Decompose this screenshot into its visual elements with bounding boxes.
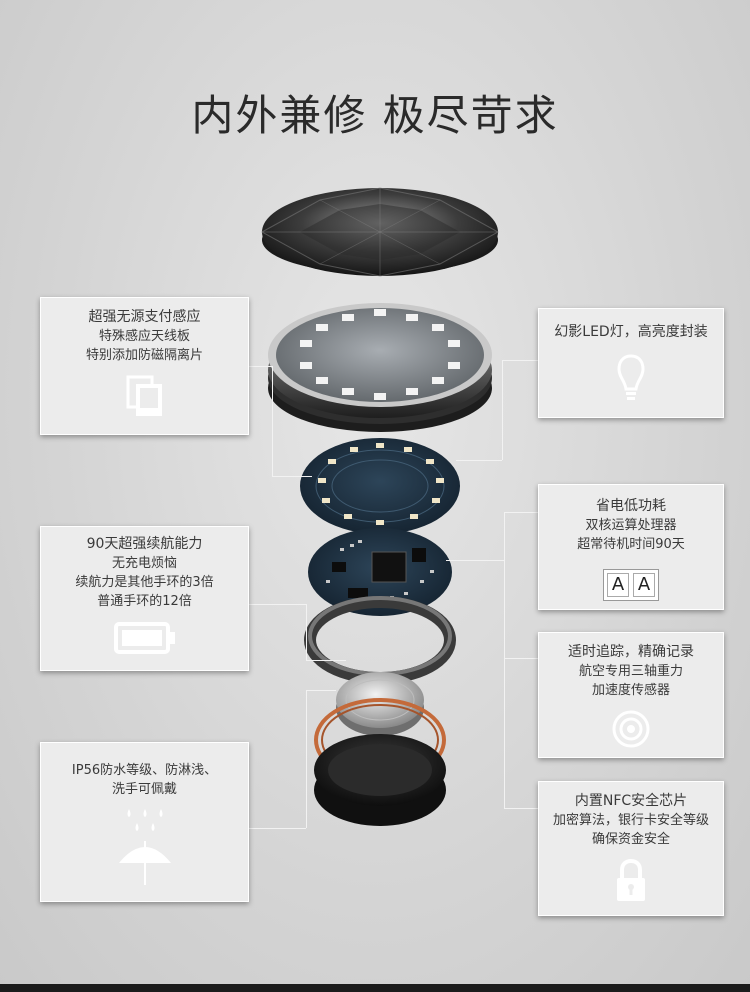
feature-battery-line-2: 续航力是其他手环的3倍 — [75, 575, 214, 590]
core-a-letter: A — [607, 573, 629, 597]
feature-card-battery: 90天超强续航能力 无充电烦恼 续航力是其他手环的3倍 普通手环的12倍 — [40, 526, 249, 671]
feature-tracking-title: 适时追踪，精确记录 — [568, 644, 694, 660]
connector-power — [504, 512, 538, 513]
connector-battery — [248, 604, 306, 605]
target-icon — [612, 710, 650, 748]
page-title: 内外兼修 极尽苛求 — [191, 91, 559, 140]
feature-power-title: 省电低功耗 — [596, 498, 666, 514]
connector-payment-board — [272, 476, 312, 477]
feature-tracking-line-2: 加速度传感器 — [591, 683, 670, 698]
battery-icon — [113, 622, 175, 654]
led-board — [300, 438, 460, 534]
feature-battery-line-1: 无充电烦恼 — [111, 556, 177, 571]
base-housing — [314, 734, 446, 826]
feature-payment-title: 超强无源支付感应 — [88, 309, 201, 325]
padlock-icon — [617, 858, 645, 901]
dual-core-chip-icon: A A — [539, 569, 723, 601]
connector-battery-down — [306, 604, 307, 660]
feature-card-nfc: 内置NFC安全芯片 加密算法，银行卡安全等级 确保资金安全 — [538, 781, 724, 916]
feature-card-waterproof: IP56防水等级、防淋浅、 洗手可佩戴 — [40, 742, 249, 902]
feature-card-tracking: 适时追踪，精确记录 航空专用三轴重力 加速度传感器 — [538, 632, 724, 758]
gem-cover — [260, 187, 500, 277]
connector-payment — [248, 366, 272, 367]
feature-nfc-title: 内置NFC安全芯片 — [574, 793, 688, 809]
feature-card-led: 幻影LED灯，高亮度封装 — [538, 308, 724, 418]
connector-tracking — [504, 658, 538, 659]
connector-right-spine — [504, 512, 505, 808]
feature-payment-line-1: 特殊感应天线板 — [98, 329, 190, 344]
lightbulb-icon — [617, 354, 645, 400]
umbrella-rain-icon — [118, 809, 171, 885]
led-bezel — [268, 303, 492, 432]
feature-battery-title: 90天超强续航能力 — [86, 536, 203, 552]
connector-waterproof — [248, 828, 306, 829]
connector-payment-down — [272, 366, 273, 476]
connector-led-board — [456, 460, 502, 461]
connector-power-board — [446, 560, 504, 561]
feature-waterproof-line-1: 洗手可佩戴 — [111, 782, 177, 797]
feature-card-payment: 超强无源支付感应 特殊感应天线板 特别添加防磁隔离片 — [40, 297, 249, 435]
feature-nfc-line-2: 确保资金安全 — [591, 832, 670, 847]
feature-payment-line-2: 特别添加防磁隔离片 — [85, 348, 203, 363]
bottom-edge-bar — [0, 984, 750, 992]
connector-battery-ring — [306, 660, 346, 661]
connector-nfc — [504, 808, 538, 809]
core-b-letter: A — [633, 573, 655, 597]
feature-power-line-1: 双核运算处理器 — [585, 518, 677, 533]
feature-led-title: 幻影LED灯，高亮度封装 — [554, 324, 708, 340]
connector-led — [502, 360, 538, 361]
connector-waterproof-base — [306, 690, 336, 691]
connector-waterproof-up — [306, 690, 307, 828]
main-board — [308, 528, 452, 616]
feature-tracking-line-1: 航空专用三轴重力 — [578, 664, 683, 679]
feature-power-line-2: 超常待机时间90天 — [577, 537, 685, 552]
stacked-cards-icon — [126, 375, 162, 416]
feature-waterproof-title: IP56防水等级、防淋浅、 — [71, 763, 218, 778]
connector-led-down — [502, 360, 503, 460]
feature-battery-line-3: 普通手环的12倍 — [97, 594, 192, 609]
feature-nfc-line-1: 加密算法，银行卡安全等级 — [552, 813, 709, 828]
feature-card-power: 省电低功耗 双核运算处理器 超常待机时间90天 A A — [538, 484, 724, 610]
